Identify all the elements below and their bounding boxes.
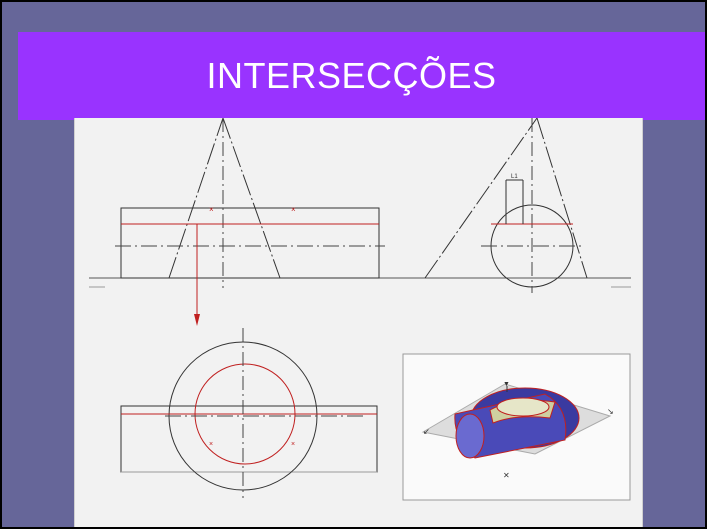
drawing-canvas: × × L1 (89, 118, 631, 501)
svg-text:×: × (209, 441, 213, 448)
title-band: INTERSECÇÕES (18, 32, 705, 120)
svg-text:↙: ↙ (423, 427, 430, 436)
svg-text:↘: ↘ (607, 407, 614, 416)
svg-text:×: × (291, 441, 295, 448)
svg-text:×: × (209, 205, 214, 214)
svg-text:✕: ✕ (503, 471, 510, 480)
svg-text:▼: ▼ (503, 381, 510, 388)
top-view: × × (120, 303, 378, 498)
projection-mark: L1 (511, 174, 518, 180)
svg-text:×: × (291, 205, 296, 214)
slide-title: INTERSECÇÕES (206, 55, 497, 96)
technical-drawing: × × L1 (74, 118, 643, 527)
isometric-view: ▼ ↙ ↘ ✕ (402, 353, 631, 501)
side-view: L1 (424, 118, 588, 293)
front-view: × × (89, 118, 631, 324)
